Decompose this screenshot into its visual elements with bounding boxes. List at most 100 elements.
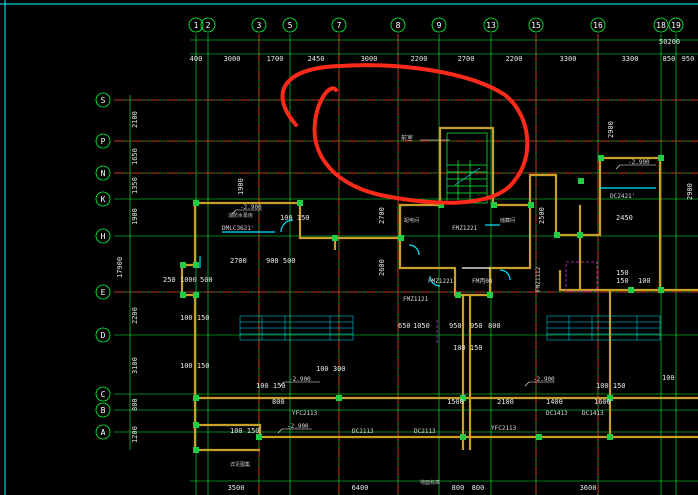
dim-100a: 100 [638, 277, 651, 285]
window-dc2113b: DC2113 [414, 428, 436, 435]
column-bubble [188, 17, 204, 33]
column-bubble [331, 17, 347, 33]
dim-100-300: 100 300 [316, 365, 346, 373]
window-dc2113a: DC2113 [352, 428, 374, 435]
column-marker [598, 155, 604, 161]
dim-2600: 2600 [378, 259, 386, 276]
note-a: 详见图集 [230, 461, 250, 468]
column-marker [336, 395, 342, 401]
elevation-b: -2.900 [628, 159, 650, 166]
column-bubble-label: 9 [437, 21, 442, 30]
note-b: 地面标高 [420, 479, 440, 486]
top-dim-text: 3000 [361, 55, 378, 63]
dim-250: 250 [163, 276, 176, 284]
top-dim-text: 850 [663, 55, 676, 63]
column-marker [460, 395, 466, 401]
column-marker [577, 232, 583, 238]
dim-800b: 800 [272, 398, 285, 406]
left-dim-text: 1650 [131, 148, 139, 165]
dim-2700v: 2700 [378, 207, 386, 224]
dim-1000: 1000 [180, 276, 197, 284]
dim-100-150-b: 100 150 [180, 314, 210, 322]
elevation-e: -2.900 [287, 423, 309, 430]
dim-100-150-c: 100 150 [180, 362, 210, 370]
markup-circle-annotation[interactable] [280, 63, 530, 205]
row-bubble [95, 228, 111, 244]
row-bubble [95, 165, 111, 181]
elevation-d: -2.900 [533, 376, 555, 383]
column-bubble [431, 17, 447, 33]
top-dim-text: 400 [190, 55, 203, 63]
dim-800a: 800 [488, 322, 501, 330]
row-bubble [95, 424, 111, 440]
row-bubble-label: D [101, 331, 106, 340]
legend-table-left [239, 315, 354, 341]
column-marker [554, 232, 560, 238]
column-marker [491, 202, 497, 208]
row-bubble-label: P [101, 137, 106, 146]
column-marker [438, 202, 444, 208]
column-bubble [251, 17, 267, 33]
top-dim-text: 2200 [506, 55, 523, 63]
walls [180, 126, 698, 452]
row-bubble [95, 284, 111, 300]
dim-100-150-f: 100 150 [596, 382, 626, 390]
dim-650: 650 [398, 322, 411, 330]
column-bubble-label: 3 [257, 21, 262, 30]
dim-2900b: 2900 [686, 183, 694, 200]
column-marker [180, 292, 186, 298]
dim-2900v: 2900 [607, 121, 615, 138]
magenta-dashed-box [565, 261, 598, 292]
column-marker [193, 262, 199, 268]
door-fmz-c: FM丙08 [472, 278, 493, 285]
column-bubble-label: 19 [671, 21, 681, 30]
column-marker [460, 434, 466, 440]
column-bubble [590, 17, 606, 33]
column-bubble-label: 5 [288, 21, 293, 30]
top-dim-text: 3300 [560, 55, 577, 63]
column-marker [193, 200, 199, 206]
top-dim-text: 3000 [224, 55, 241, 63]
column-marker [193, 422, 199, 428]
dim-950a: 950 [449, 322, 462, 330]
top-dim-text: 2200 [411, 55, 428, 63]
left-dim-text: 2100 [131, 111, 139, 128]
column-marker [398, 235, 404, 241]
dim-150a: 150 [616, 277, 629, 285]
dim-100-150-e: 100 150 [453, 344, 483, 352]
window-dc1413a: DC1413 [546, 410, 568, 417]
row-bubble-label: B [101, 406, 106, 415]
top-dim-text: 950 [682, 55, 695, 63]
top-dim-text: 2450 [308, 55, 325, 63]
column-marker [628, 287, 634, 293]
row-bubble [95, 133, 111, 149]
column-bubble-label: 13 [486, 21, 496, 30]
row-bubble-label: H [101, 232, 106, 241]
dim-2500: 2500 [538, 207, 546, 224]
dim-100b: 100 [662, 374, 675, 382]
elevation-a: -2.900 [240, 204, 262, 211]
top-dim-text: 3300 [622, 55, 639, 63]
axis-lines [114, 34, 698, 495]
window-dml: DMLC3621' [222, 225, 255, 232]
row-bubble-label: A [101, 428, 106, 437]
dim-900-500: 900 500 [266, 257, 296, 265]
column-marker [256, 434, 262, 440]
column-marker [528, 202, 534, 208]
left-dim-text: 1200 [131, 426, 139, 443]
left-dim-text: 2200 [131, 307, 139, 324]
column-bubble-label: 2 [206, 21, 211, 30]
column-marker [297, 200, 303, 206]
door-fmz-b: FMZ1221 [428, 278, 454, 285]
left-dim-text: 1350 [131, 177, 139, 194]
dim-2450: 2450 [616, 214, 633, 222]
row-bubble-label: S [101, 96, 106, 105]
left-dim-text: 800 [131, 398, 139, 411]
elevation-c: -2.900 [289, 376, 311, 383]
column-bubble [200, 17, 216, 33]
